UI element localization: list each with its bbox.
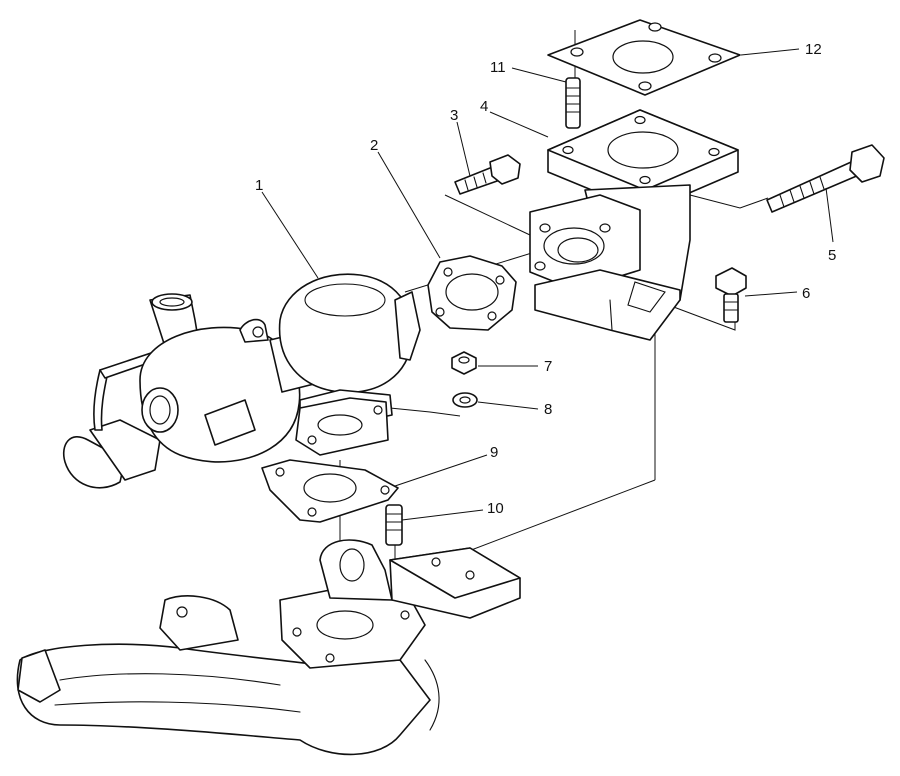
callout-7: 7 bbox=[544, 358, 552, 375]
turbocharger bbox=[63, 273, 421, 489]
exhaust-elbow-housing bbox=[529, 109, 739, 341]
stud-top bbox=[565, 77, 581, 129]
callout-labels: 1 2 3 4 5 6 7 8 9 10 11 12 bbox=[255, 41, 836, 517]
assembly-lines bbox=[339, 30, 769, 610]
stud-lower bbox=[385, 504, 403, 546]
small-bolt bbox=[715, 267, 747, 323]
callout-1: 1 bbox=[255, 177, 263, 194]
nut bbox=[451, 351, 477, 375]
gasket-middle bbox=[427, 255, 517, 331]
leader-lines bbox=[261, 48, 834, 521]
short-bolt bbox=[454, 154, 521, 195]
exhaust-manifold bbox=[16, 539, 521, 756]
long-bolt bbox=[766, 144, 885, 213]
callout-6: 6 bbox=[802, 285, 810, 302]
gasket-triangular bbox=[261, 459, 399, 523]
callout-12: 12 bbox=[805, 41, 822, 58]
gasket-top-square bbox=[547, 19, 741, 96]
lock-washer bbox=[452, 392, 478, 408]
callout-11: 11 bbox=[490, 59, 506, 76]
callout-4: 4 bbox=[480, 98, 488, 115]
callout-8: 8 bbox=[544, 401, 552, 418]
callout-5: 5 bbox=[828, 247, 836, 264]
callout-9: 9 bbox=[490, 444, 498, 461]
callout-10: 10 bbox=[487, 500, 504, 517]
callout-3: 3 bbox=[450, 107, 458, 124]
callout-2: 2 bbox=[370, 137, 378, 154]
